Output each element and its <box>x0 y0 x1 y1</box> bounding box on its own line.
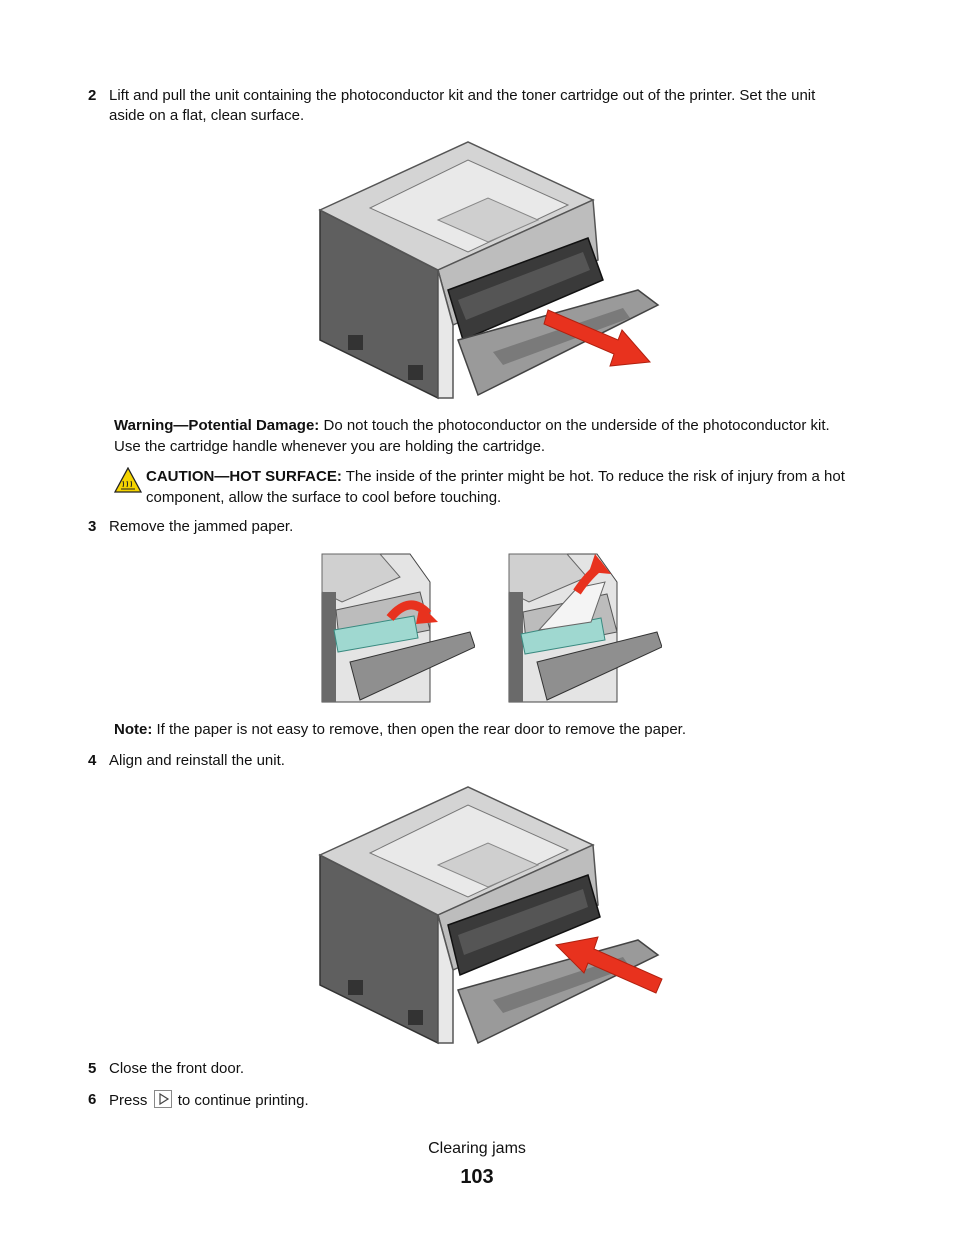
step-text-line: Lift and pull the unit containing the ph… <box>109 87 816 104</box>
warning-text: Do not touch the photoconductor on the u… <box>323 417 830 434</box>
caution-text: The inside of the printer might be hot. … <box>345 468 845 485</box>
hot-surface-caution-icon <box>114 467 142 493</box>
caution-line: CAUTION—HOT SURFACE: The inside of the p… <box>146 466 845 487</box>
step-number: 3 <box>88 518 97 535</box>
warning-label: Warning—Potential Damage: <box>114 417 320 434</box>
step-text-line: aside on a flat, clean surface. <box>109 107 305 124</box>
step-text-before: Press <box>109 1092 148 1109</box>
page-number: 103 <box>460 1166 494 1188</box>
step-text: Press to continue printing. <box>109 1090 309 1111</box>
note-text: If the paper is not easy to remove, then… <box>156 721 687 738</box>
caution-text-line: component, allow the surface to cool bef… <box>146 489 502 506</box>
step-number: 2 <box>88 87 97 104</box>
printer-remove-unit-illustration <box>318 141 660 400</box>
step-number: 6 <box>88 1091 97 1108</box>
printer-reinstall-unit-illustration <box>318 786 663 1045</box>
note-line: Note: If the paper is not easy to remove… <box>114 719 686 740</box>
footer-section-title: Clearing jams <box>428 1140 526 1157</box>
step-number: 4 <box>88 752 97 769</box>
warning-line: Warning—Potential Damage: Do not touch t… <box>114 415 830 436</box>
step-text: Remove the jammed paper. <box>109 518 294 535</box>
remove-paper-illustration-front <box>321 553 475 703</box>
note-label: Note: <box>114 721 153 738</box>
caution-label: CAUTION—HOT SURFACE: <box>146 468 342 485</box>
step-text: Close the front door. <box>109 1060 245 1077</box>
remove-paper-illustration-lift <box>508 553 662 703</box>
step-number: 5 <box>88 1060 97 1077</box>
continue-play-icon <box>153 1090 172 1108</box>
step-text: Align and reinstall the unit. <box>109 752 285 769</box>
warning-text-line: Use the cartridge handle whenever you ar… <box>114 438 546 455</box>
step-text-after: to continue printing. <box>177 1092 309 1109</box>
